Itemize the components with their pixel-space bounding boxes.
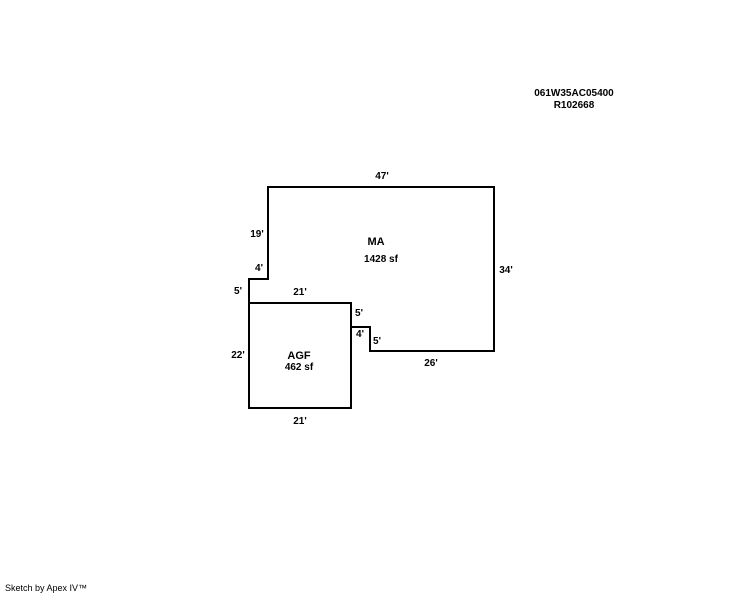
main-area-outline [248, 186, 495, 352]
dimension-ma-left-lower: 5' [234, 286, 242, 297]
dimension-ma-shared: 21' [293, 287, 307, 298]
dimension-ma-left-step: 4' [255, 263, 263, 274]
sketch-credit: Sketch by Apex IV™ [5, 583, 88, 593]
dimension-ma-left-upper: 19' [250, 229, 264, 240]
dimension-ma-right: 34' [499, 265, 513, 276]
garage-code: AGF [287, 350, 311, 362]
dimension-ma-notch-upper: 5' [355, 308, 363, 319]
dimension-agf-bottom: 21' [293, 416, 307, 427]
dimension-ma-top: 47' [375, 171, 389, 182]
parcel-id-block: 061W35AC05400 R102668 [520, 88, 628, 112]
dimension-ma-notch-width: 4' [356, 329, 364, 340]
main-area-code: MA [367, 236, 384, 248]
garage-outline [248, 302, 352, 409]
main-area-size: 1428 sf [364, 254, 399, 265]
dimension-ma-bottom: 26' [424, 358, 438, 369]
dimension-ma-notch-lower: 5' [373, 336, 381, 347]
parcel-reference-number: R102668 [553, 100, 595, 111]
garage-size: 462 sf [285, 362, 314, 373]
dimension-agf-left: 22' [231, 350, 245, 361]
parcel-account-number: 061W35AC05400 [534, 88, 614, 99]
